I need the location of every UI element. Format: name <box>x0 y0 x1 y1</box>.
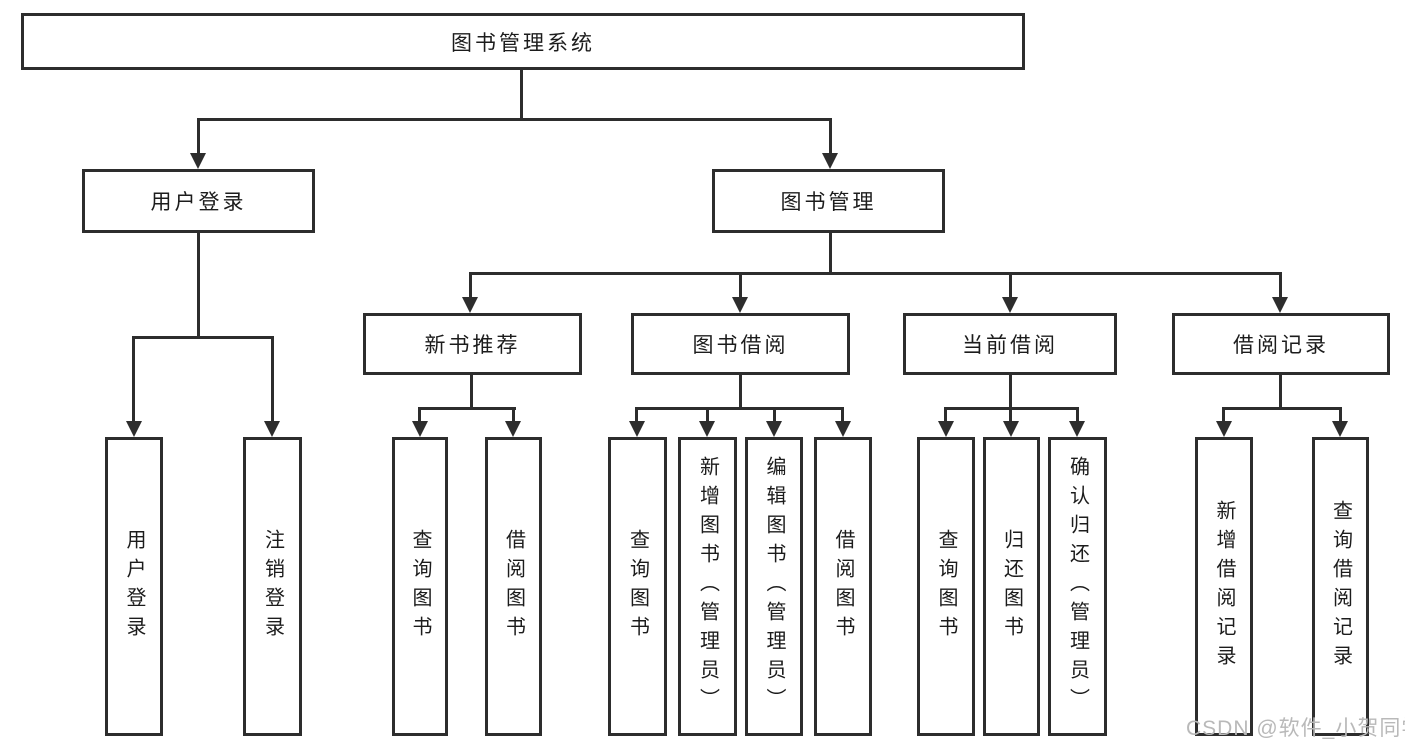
connector-book-management-branch <box>469 272 1282 275</box>
leaf-query-books-borrow: 查询图书 <box>608 437 667 736</box>
connector-leaf-stem <box>773 407 776 421</box>
arrowhead-down-icon <box>190 153 206 169</box>
connector-book-borrow-stem <box>739 375 742 410</box>
connector-to-book-borrow <box>739 272 742 297</box>
arrowhead-down-icon <box>462 297 478 313</box>
connector-root-stem <box>520 70 523 118</box>
connector-book-borrow-branch <box>636 407 844 410</box>
leaf-borrow-books-recommend: 借阅图书 <box>485 437 542 736</box>
connector-to-logout-leaf <box>271 336 274 421</box>
arrowhead-down-icon <box>732 297 748 313</box>
connector-leaf-stem <box>1339 407 1342 421</box>
connector-to-borrow-record <box>1279 272 1282 297</box>
arrowhead-down-icon <box>1216 421 1232 437</box>
connector-leaf-stem <box>512 407 515 421</box>
connector-leaf-stem <box>1222 407 1225 421</box>
connector-root-branch <box>197 118 832 121</box>
arrowhead-down-icon <box>822 153 838 169</box>
arrowhead-down-icon <box>1332 421 1348 437</box>
leaf-borrow-books: 借阅图书 <box>814 437 872 736</box>
arrowhead-down-icon <box>699 421 715 437</box>
node-book-management: 图书管理 <box>712 169 945 233</box>
arrowhead-down-icon <box>1003 421 1019 437</box>
connector-borrow-record-stem <box>1279 375 1282 410</box>
arrowhead-down-icon <box>126 421 142 437</box>
connector-to-user-login <box>197 118 200 153</box>
node-user-login: 用户登录 <box>82 169 315 233</box>
node-new-book-recommend: 新书推荐 <box>363 313 582 375</box>
connector-leaf-stem <box>841 407 844 421</box>
connector-user-login-stem <box>197 233 200 339</box>
arrowhead-down-icon <box>412 421 428 437</box>
leaf-confirm-return-admin: 确认归还（管理员） <box>1048 437 1107 736</box>
leaf-user-login: 用户登录 <box>105 437 163 736</box>
connector-to-current-borrow <box>1009 272 1012 297</box>
arrowhead-down-icon <box>505 421 521 437</box>
leaf-query-books-recommend: 查询图书 <box>392 437 448 736</box>
leaf-add-books-admin: 新增图书（管理员） <box>678 437 737 736</box>
node-library-management-system: 图书管理系统 <box>21 13 1025 70</box>
connector-leaf-stem <box>706 407 709 421</box>
connector-to-new-book <box>469 272 472 297</box>
connector-new-book-stem <box>470 375 473 410</box>
arrowhead-down-icon <box>629 421 645 437</box>
leaf-query-books-current: 查询图书 <box>917 437 975 736</box>
arrowhead-down-icon <box>766 421 782 437</box>
leaf-add-borrow-record: 新增借阅记录 <box>1195 437 1253 736</box>
arrowhead-down-icon <box>1272 297 1288 313</box>
connector-to-book-management <box>829 118 832 153</box>
connector-to-login-leaf <box>132 336 135 421</box>
leaf-logout: 注销登录 <box>243 437 302 736</box>
connector-current-borrow-branch <box>945 407 1079 410</box>
connector-current-borrow-stem <box>1009 375 1012 410</box>
connector-user-login-branch <box>133 336 274 339</box>
connector-leaf-stem <box>418 407 421 421</box>
connector-leaf-stem <box>635 407 638 421</box>
arrowhead-down-icon <box>1069 421 1085 437</box>
connector-leaf-stem <box>1009 407 1012 421</box>
arrowhead-down-icon <box>835 421 851 437</box>
leaf-edit-books-admin: 编辑图书（管理员） <box>745 437 803 736</box>
arrowhead-down-icon <box>938 421 954 437</box>
connector-borrow-record-branch <box>1223 407 1342 410</box>
leaf-return-books: 归还图书 <box>983 437 1040 736</box>
csdn-watermark: CSDN @软件_小贺同学 <box>1186 717 1405 740</box>
connector-new-book-branch <box>419 407 516 410</box>
node-borrow-record: 借阅记录 <box>1172 313 1390 375</box>
connector-book-management-stem <box>829 233 832 275</box>
leaf-query-borrow-record: 查询借阅记录 <box>1312 437 1369 736</box>
arrowhead-down-icon <box>1002 297 1018 313</box>
connector-leaf-stem <box>944 407 947 421</box>
connector-leaf-stem <box>1076 407 1079 421</box>
arrowhead-down-icon <box>264 421 280 437</box>
node-current-borrow: 当前借阅 <box>903 313 1117 375</box>
node-book-borrow: 图书借阅 <box>631 313 850 375</box>
